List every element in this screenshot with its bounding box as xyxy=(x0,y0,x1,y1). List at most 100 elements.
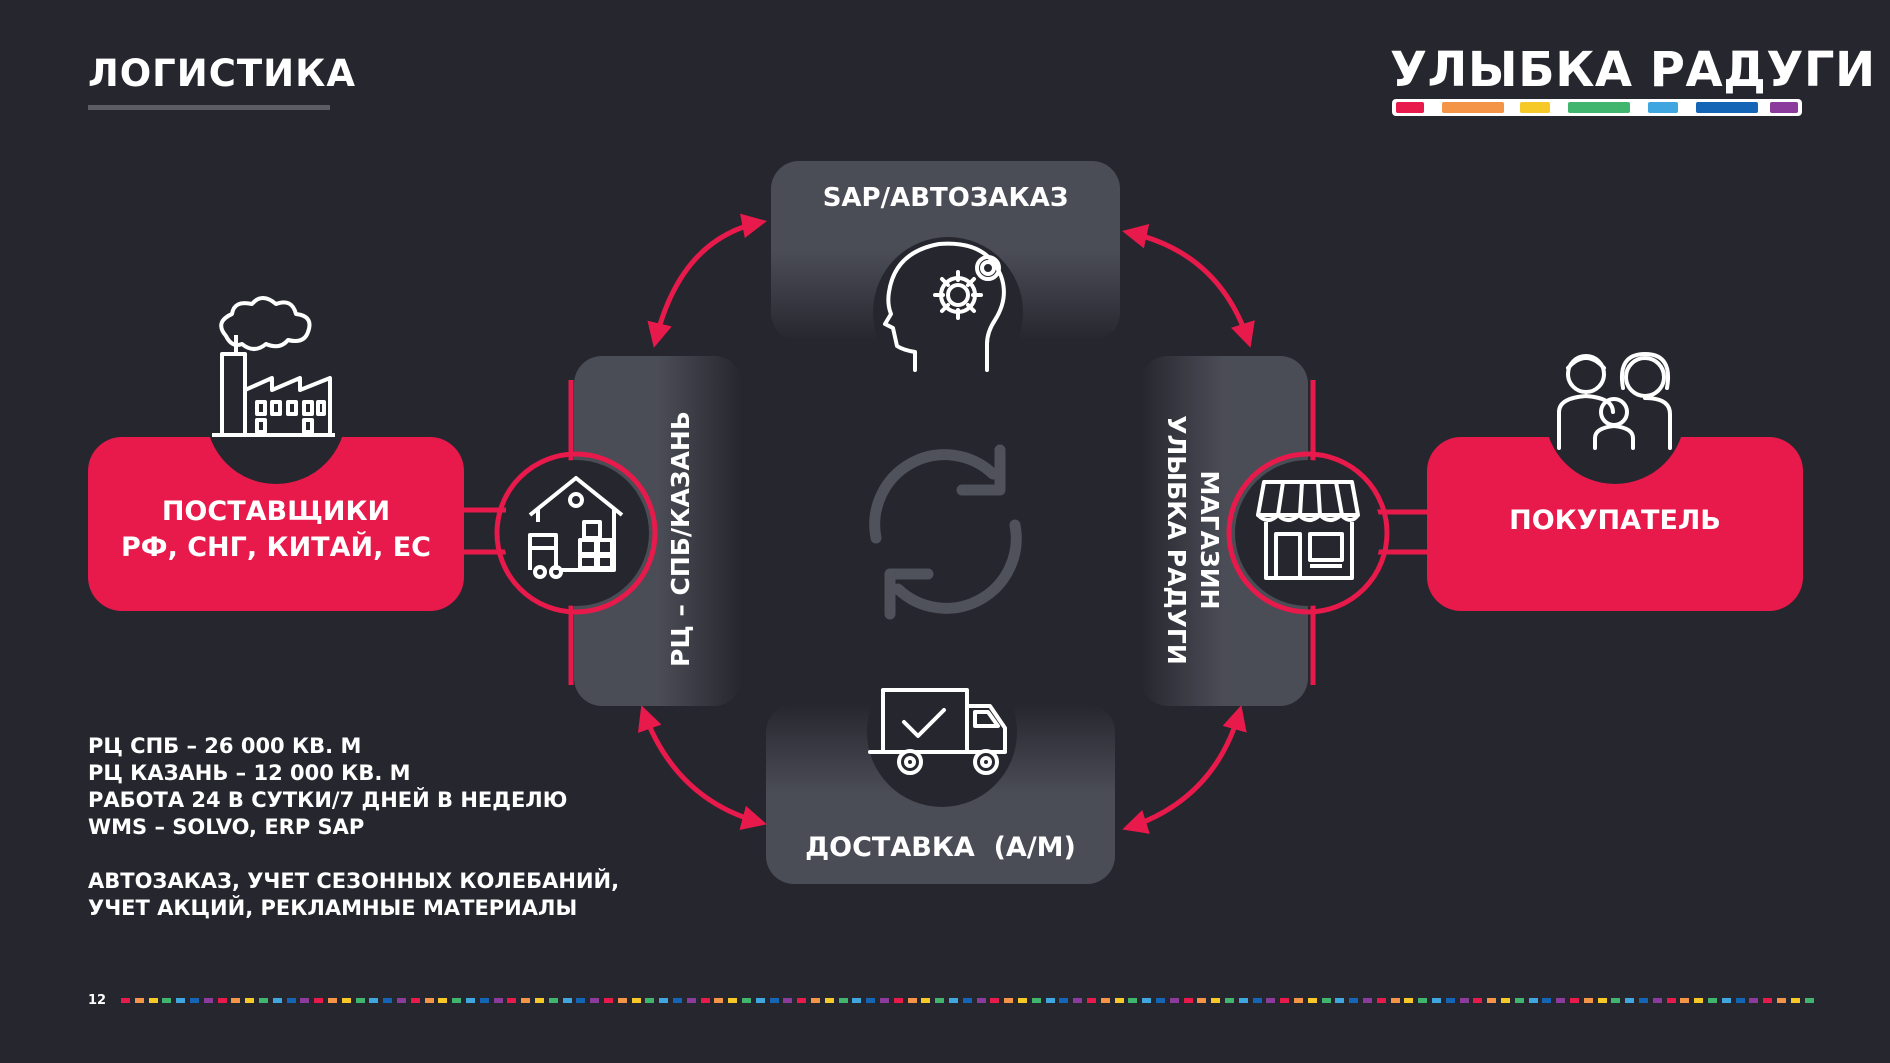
note-line: АВТОЗАКАЗ, УЧЕТ СЕЗОННЫХ КОЛЕБАНИЙ, xyxy=(88,869,620,893)
dash-segment xyxy=(1266,998,1276,1003)
title-underline xyxy=(88,105,330,110)
store-label-line1: МАГАЗИН xyxy=(1195,470,1224,610)
dash-segment xyxy=(1418,998,1428,1003)
brand-color-bar xyxy=(1392,99,1802,116)
dash-segment xyxy=(424,998,434,1003)
delivery-truck-icon xyxy=(868,688,1007,775)
dash-segment xyxy=(190,998,199,1003)
dash-segment xyxy=(1763,998,1773,1003)
dash-segment xyxy=(1749,998,1759,1003)
brand-color-blue xyxy=(1696,102,1758,113)
note-line: WMS – SOLVO, ERP SAP xyxy=(88,815,365,839)
dash-segment xyxy=(286,998,296,1003)
dash-segment xyxy=(1238,998,1248,1003)
dash-segment xyxy=(369,998,379,1003)
dash-segment xyxy=(1156,998,1165,1003)
dash-segment xyxy=(921,998,931,1003)
dash-segment xyxy=(1652,998,1662,1003)
dash-segment xyxy=(852,998,862,1003)
dash-segment xyxy=(1225,998,1234,1003)
dash-segment xyxy=(1473,998,1483,1003)
dash-segment xyxy=(148,998,158,1003)
dash-segment xyxy=(341,998,351,1003)
brand-color-purple xyxy=(1770,102,1798,113)
dash-segment xyxy=(604,998,613,1003)
dash-segment xyxy=(631,998,641,1003)
suppliers-line1: ПОСТАВЩИКИ xyxy=(161,496,391,527)
dash-segment xyxy=(438,998,448,1003)
dash-segment xyxy=(1294,998,1303,1003)
dash-segment xyxy=(1501,998,1510,1003)
dash-segment xyxy=(1735,998,1745,1003)
arrow-bottom-left xyxy=(637,705,767,830)
dash-segment xyxy=(493,998,503,1003)
dash-segment xyxy=(231,998,241,1003)
dash-segment xyxy=(1183,998,1193,1003)
dash-segment xyxy=(1528,998,1538,1003)
distribution-center-label: РЦ – СПБ/КАЗАНЬ xyxy=(665,411,695,667)
dash-segment xyxy=(562,998,572,1003)
dash-segment xyxy=(1059,998,1069,1003)
dash-segment xyxy=(1376,998,1386,1003)
dash-segment xyxy=(714,998,724,1003)
dash-segment xyxy=(1597,998,1607,1003)
family-icon xyxy=(1557,351,1672,450)
arrow-top-left xyxy=(647,213,767,348)
dash-segment xyxy=(880,998,889,1003)
store-label-line2: УЛЫБКА РАДУГИ xyxy=(1162,415,1191,665)
arrow-top-right xyxy=(1122,223,1255,348)
dash-segment xyxy=(990,998,1000,1003)
dash-segment xyxy=(1404,998,1414,1003)
dash-segment xyxy=(548,998,558,1003)
dash-segment xyxy=(673,998,682,1003)
suppliers-label: ПОСТАВЩИКИ РФ, СНГ, КИТАЙ, ЕС xyxy=(88,494,464,566)
dash-segment xyxy=(272,998,282,1003)
dash-segment xyxy=(245,998,255,1003)
dash-segment xyxy=(1694,998,1704,1003)
dash-segment xyxy=(797,998,807,1003)
dash-segment xyxy=(700,998,710,1003)
dash-segment xyxy=(259,998,268,1003)
dash-segment xyxy=(1804,998,1814,1003)
dash-segment xyxy=(1004,998,1014,1003)
note-line: РАБОТА 24 В СУТКИ/7 ДНЕЙ В НЕДЕЛЮ xyxy=(88,788,568,812)
dash-segment xyxy=(410,998,420,1003)
dash-segment xyxy=(1073,998,1083,1003)
dash-segment xyxy=(659,998,669,1003)
dash-segment xyxy=(217,998,227,1003)
note-line: РЦ КАЗАНЬ – 12 000 КВ. М xyxy=(88,761,411,785)
dash-segment xyxy=(1583,998,1593,1003)
brand-color-red xyxy=(1396,102,1424,113)
warehouse-icon xyxy=(528,476,624,579)
arrow-bottom-right xyxy=(1122,705,1247,834)
dash-segment xyxy=(755,998,765,1003)
delivery-label: ДОСТАВКА (А/М) xyxy=(805,832,1076,863)
dash-segment xyxy=(535,998,544,1003)
dash-segment xyxy=(1556,998,1566,1003)
dash-segment xyxy=(328,998,337,1003)
dash-segment xyxy=(893,998,903,1003)
storefront-icon xyxy=(1256,480,1360,580)
dash-segment xyxy=(1280,998,1290,1003)
dash-segment xyxy=(617,998,627,1003)
dash-segment xyxy=(1680,998,1690,1003)
buyer-box xyxy=(1427,437,1803,611)
brand-color-yellow xyxy=(1520,102,1550,113)
brand-color-green xyxy=(1568,102,1630,113)
dash-segment xyxy=(1045,998,1055,1003)
suppliers-line2: РФ, СНГ, КИТАЙ, ЕС xyxy=(121,532,431,563)
dash-segment xyxy=(134,998,144,1003)
dash-segment xyxy=(949,998,958,1003)
dash-segment xyxy=(686,998,696,1003)
brand-logo: УЛЫБКА РАДУГИ xyxy=(1390,42,1876,98)
dash-segment xyxy=(452,998,462,1003)
dash-segment xyxy=(811,998,820,1003)
logistics-notes: РЦ СПБ – 26 000 КВ. М РЦ КАЗАНЬ – 12 000… xyxy=(88,733,619,922)
dash-segment xyxy=(300,998,310,1003)
note-line: УЧЕТ АКЦИЙ, РЕКЛАМНЫЕ МАТЕРИАЛЫ xyxy=(88,896,578,920)
dash-segment xyxy=(355,998,365,1003)
dash-segment xyxy=(1721,998,1731,1003)
dash-segment xyxy=(1639,998,1648,1003)
dash-segment xyxy=(1128,998,1138,1003)
